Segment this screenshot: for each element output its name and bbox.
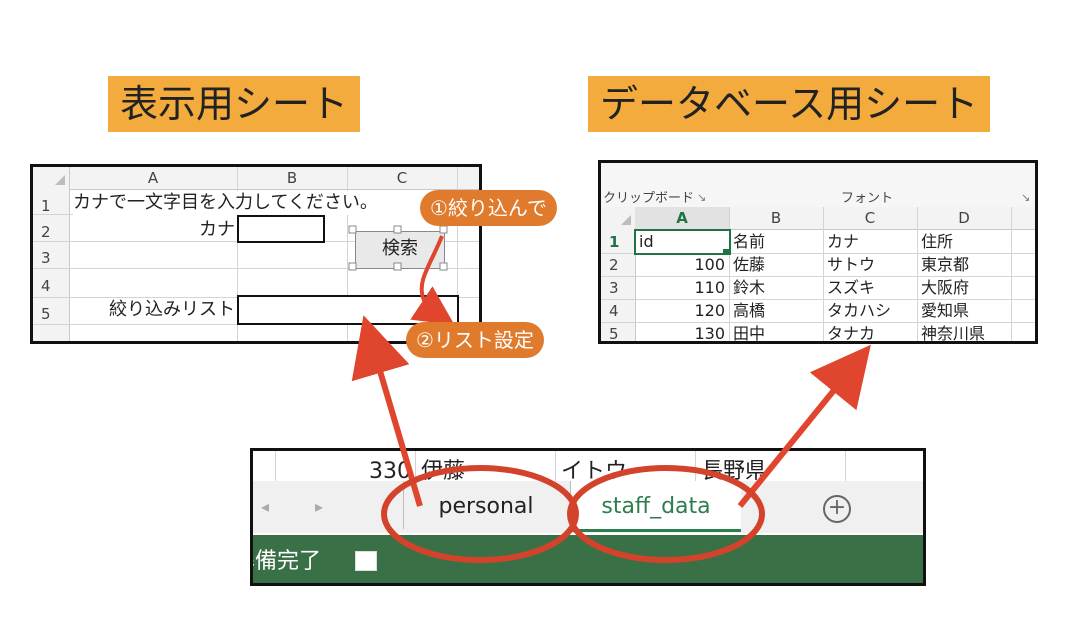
header-name[interactable]: 名前 xyxy=(733,232,766,251)
filter-list-label: 絞り込みリスト xyxy=(109,299,235,320)
search-button-label: 検索 xyxy=(382,238,418,259)
row-number[interactable]: 2 xyxy=(41,223,51,241)
address-cell[interactable]: 愛知県 xyxy=(921,301,970,320)
header-kana[interactable]: カナ xyxy=(827,232,860,251)
id-cell[interactable]: 120 xyxy=(694,301,725,320)
col-header-b[interactable]: B xyxy=(286,169,298,187)
id-cell[interactable]: 130 xyxy=(694,324,725,343)
active-cell[interactable] xyxy=(634,229,731,255)
kana-cell[interactable]: サトウ xyxy=(827,255,876,274)
scroll-tabs-left-icon[interactable]: ◂ xyxy=(261,497,270,516)
col-header-a[interactable]: A xyxy=(676,209,688,227)
clipboard-group-label: クリップボード xyxy=(603,191,695,206)
name-cell[interactable]: 高橋 xyxy=(733,301,766,320)
col-header-c[interactable]: C xyxy=(396,169,408,187)
partial-id-cell[interactable]: 330 xyxy=(369,459,411,484)
dialog-launcher-icon[interactable]: ↘ xyxy=(697,191,707,204)
step1-callout: ①絞り込んで xyxy=(420,190,557,226)
tab-personal[interactable] xyxy=(403,481,571,529)
dialog-launcher-icon[interactable]: ↘ xyxy=(1021,191,1031,204)
select-all-corner[interactable] xyxy=(55,175,65,185)
kana-cell[interactable]: タカハシ xyxy=(827,301,892,320)
staff-data-tab-highlight xyxy=(567,465,765,563)
header-id[interactable]: id xyxy=(639,232,654,251)
display-sheet-screenshot: A B C 1 2 3 4 5 カナで一文字目を入力してください。 カナ 検索 … xyxy=(30,164,482,344)
address-cell[interactable]: 東京都 xyxy=(921,255,970,274)
kana-cell[interactable]: スズキ xyxy=(827,278,876,297)
select-all-corner[interactable] xyxy=(621,215,631,225)
name-cell[interactable]: 田中 xyxy=(733,324,766,343)
name-cell[interactable]: 鈴木 xyxy=(733,278,766,297)
row-number[interactable]: 1 xyxy=(41,197,51,215)
fill-handle[interactable] xyxy=(723,249,729,255)
row-number[interactable]: 5 xyxy=(41,305,51,323)
row-number[interactable]: 2 xyxy=(609,256,619,274)
font-group-label: フォント xyxy=(841,191,894,206)
col-header-a[interactable]: A xyxy=(147,169,159,187)
instruction-cell[interactable]: カナで一文字目を入力してください。 xyxy=(73,191,479,215)
search-button-handles xyxy=(348,225,448,271)
personal-tab-highlight xyxy=(381,465,579,563)
row-number[interactable]: 5 xyxy=(609,325,619,343)
arrow-to-database-sheet xyxy=(737,344,871,508)
kana-cell[interactable]: タナカ xyxy=(827,324,876,343)
address-cell[interactable]: 神奈川県 xyxy=(921,324,986,343)
database-sheet-banner: データベース用シート xyxy=(588,76,991,132)
row-number[interactable]: 4 xyxy=(609,302,619,320)
col-header-d[interactable]: D xyxy=(958,209,970,227)
col-header-c[interactable]: C xyxy=(864,209,876,227)
id-cell[interactable]: 110 xyxy=(694,278,725,297)
kana-label: カナ xyxy=(199,219,235,240)
row-number[interactable]: 4 xyxy=(41,277,51,295)
header-address[interactable]: 住所 xyxy=(921,232,954,251)
tab-staff-data[interactable] xyxy=(571,481,741,532)
name-cell[interactable]: 佐藤 xyxy=(733,255,766,274)
id-cell[interactable]: 100 xyxy=(694,255,725,274)
tab-staff-data-label: staff_data xyxy=(601,494,711,519)
kana-input[interactable] xyxy=(237,215,325,243)
flow-arrow xyxy=(410,235,455,326)
row-number[interactable]: 3 xyxy=(609,279,619,297)
col-header-b[interactable]: B xyxy=(770,209,782,227)
scroll-tabs-right-icon[interactable]: ▸ xyxy=(315,497,324,516)
plus-circle-icon[interactable]: + xyxy=(823,495,851,523)
display-sheet-banner: 表示用シート xyxy=(108,76,361,132)
address-cell[interactable]: 大阪府 xyxy=(921,278,970,297)
database-sheet-screenshot: クリップボード ↘ フォント ↘ A B C D 1 2 3 4 5 id 名前… xyxy=(598,160,1038,344)
row-number[interactable]: 3 xyxy=(41,249,51,267)
tab-personal-label: personal xyxy=(438,494,534,519)
status-text: 準備完了 xyxy=(253,549,322,574)
row-number[interactable]: 1 xyxy=(609,233,620,251)
step2-callout: ②リスト設定 xyxy=(406,322,544,358)
macro-record-icon[interactable] xyxy=(355,551,377,571)
